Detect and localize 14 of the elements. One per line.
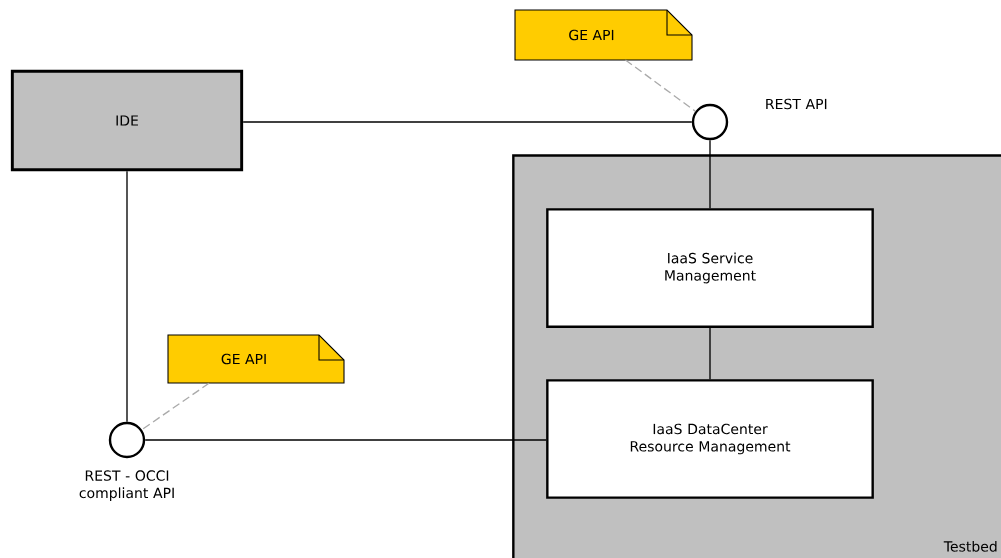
- component-box: IDE: [10, 69, 244, 172]
- interface-circle: [108, 421, 146, 459]
- component-box: IaaS DataCenter Resource Management: [546, 379, 874, 499]
- connector-line: [126, 170, 128, 423]
- connector-line: [141, 382, 210, 431]
- connector-line: [709, 139, 711, 209]
- interface-label: REST - OCCI compliant API: [79, 470, 174, 501]
- interface-circle: [691, 103, 729, 141]
- connector-line: [709, 327, 711, 380]
- component-box: IaaS Service Management: [546, 208, 874, 328]
- connector-line: [144, 439, 547, 441]
- connector-line: [624, 59, 696, 112]
- connector-line: [242, 121, 693, 123]
- interface-label: REST API: [766, 98, 827, 110]
